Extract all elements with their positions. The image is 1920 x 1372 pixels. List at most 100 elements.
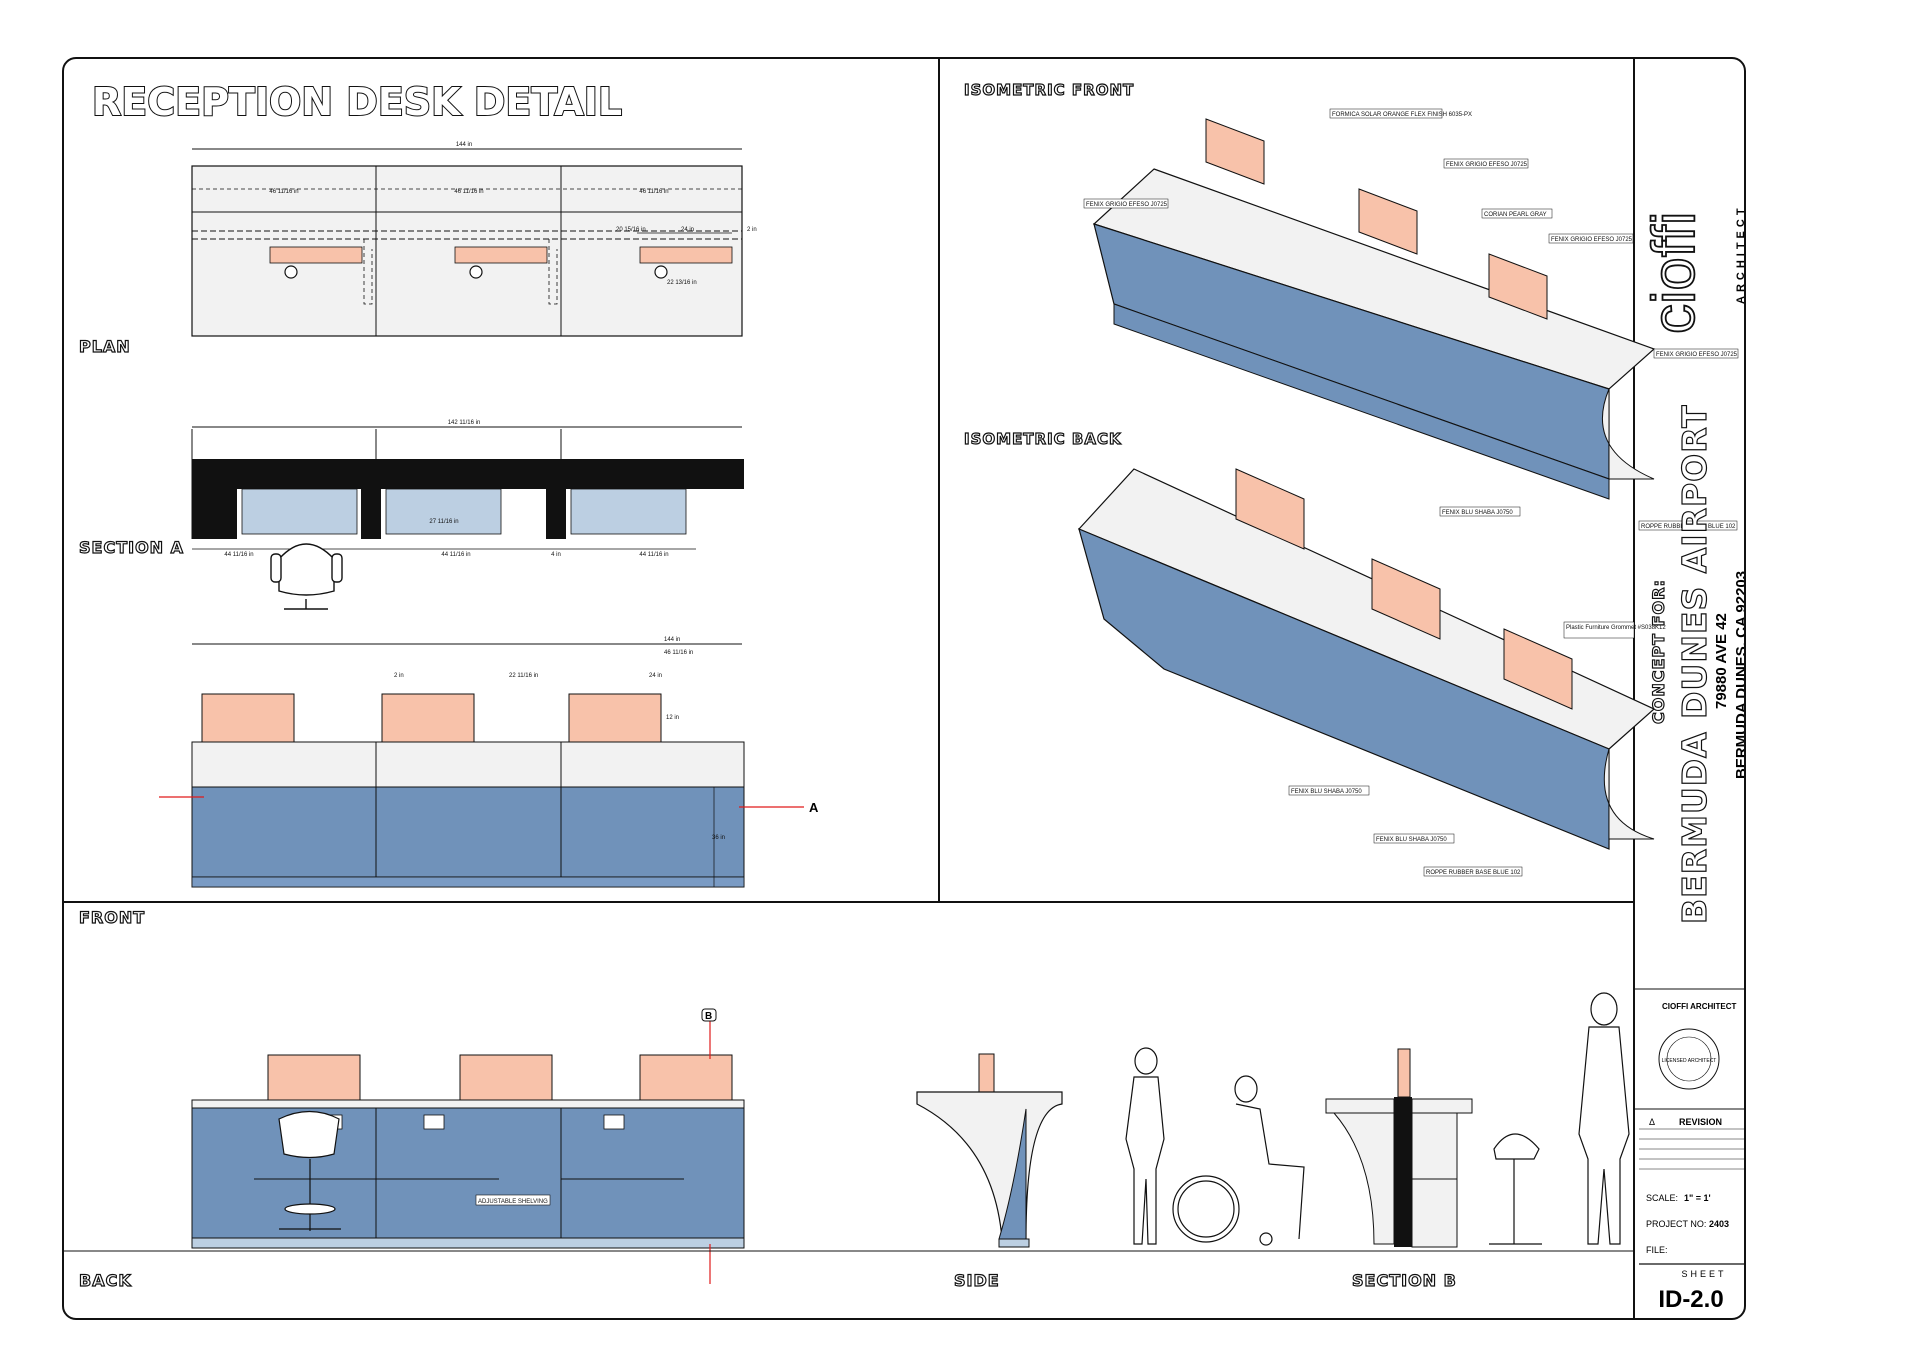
label-side: SIDE: [954, 1271, 1000, 1290]
side-view: SIDE: [916, 1053, 1063, 1291]
project-name: BERMUDA DUNES AIRPORT: [1675, 404, 1714, 924]
license-stamp: [1658, 1028, 1720, 1090]
iso-front-view: ISOMETRIC FRONT FORMICA SOLAR ORANGE FLE…: [963, 80, 1739, 531]
iso-back-view: ISOMETRIC BACK Plastic Furniture Grommet…: [963, 429, 1666, 877]
back-privacy-panel-2: [459, 1054, 553, 1101]
dim-plan-total: 144 in: [456, 142, 472, 148]
dim-plan-d: 2 in: [747, 227, 757, 233]
section-b-cut: [1394, 1097, 1412, 1247]
dim-front-k: 36 in: [712, 835, 725, 841]
wheelchair-figure: [1172, 1075, 1305, 1246]
callout-front-2: FENIX GRIGIO EFESO J0725: [1446, 162, 1528, 168]
plan-grommet-1: [284, 265, 298, 279]
scale-label: SCALE:: [1646, 1193, 1678, 1203]
label-section-b: SECTION B: [1352, 1271, 1457, 1290]
section-a-counter-cut: [192, 459, 744, 489]
callout-front-6: FENIX GRIGIO EFESO J0725: [1656, 352, 1738, 358]
front-desk-body: [191, 786, 745, 888]
scale-value: 1" = 1': [1684, 1193, 1711, 1203]
stamp-text: LICENSED ARCHITECT: [1662, 1058, 1717, 1064]
section-a-shelf-3: [570, 488, 687, 535]
sheet-title: RECEPTION DESK DETAIL: [92, 80, 622, 124]
sheet-drawing: RECEPTION DESK DETAIL 144 in 46 11/16 in…: [64, 59, 1746, 1318]
concept-for: CONCEPT FOR:: [1649, 579, 1668, 724]
cut-marker-b: B: [705, 1011, 712, 1022]
dim-plan-seg-3: 46 11/16 in: [639, 189, 668, 195]
section-a-view: 142 11/16 in 27 11/16 in 44 11/16 in 44 …: [78, 420, 744, 610]
plan-grommet-2: [469, 265, 483, 279]
dim-sec-shelf: 27 11/16 in: [429, 519, 458, 525]
back-privacy-panel-1: [267, 1054, 361, 1101]
dim-plan-c: 22 13/16 in: [667, 280, 697, 286]
dim-sec-seg-3: 44 11/16 in: [639, 552, 668, 558]
revision-header: REVISION: [1679, 1117, 1722, 1127]
cut-marker-a: A: [809, 800, 819, 815]
plan-view: 144 in 46 11/16 in 46 11/16 in 46 11/16 …: [78, 142, 757, 357]
firm-logo: cioffi: [1640, 212, 1707, 334]
callout-front-7: FENIX BLU SHABA J0750: [1442, 510, 1513, 516]
dim-plan-seg-1: 46 11/16 in: [269, 189, 298, 195]
stamp-firm: CIOFFI ARCHITECT: [1662, 1002, 1736, 1011]
section-a-shelf-1: [241, 488, 358, 535]
dim-sec-seg-2: 44 11/16 in: [441, 552, 470, 558]
callout-front-4: CORIAN PEARL GRAY: [1484, 212, 1547, 218]
front-view: 144 in 46 11/16 in 2 in 22 11/16 in 24 i…: [78, 637, 819, 928]
callout-front-5: FENIX GRIGIO EFESO J0725: [1551, 237, 1633, 243]
sheet-number: ID-2.0: [1658, 1286, 1723, 1313]
back-desk-body: [191, 1107, 745, 1239]
label-front: FRONT: [79, 908, 145, 927]
dim-front-c: 24 in: [649, 673, 662, 679]
dim-plan-seg-2: 46 11/16 in: [454, 189, 483, 195]
dim-plan-a: 20 15/16 in: [616, 227, 646, 233]
address-1: 79880 AVE 42: [1713, 613, 1730, 709]
section-a-chair: [270, 543, 343, 610]
front-privacy-panel-1: [201, 693, 295, 743]
label-iso-back: ISOMETRIC BACK: [964, 430, 1122, 448]
section-a-shelf-2: [385, 488, 502, 535]
title-block: cioffi ARCHITECT CONCEPT FOR: BERMUDA DU…: [1634, 204, 1746, 1313]
plan-privacy-panel-2: [454, 246, 548, 264]
plan-privacy-panel-1: [269, 246, 363, 264]
back-office-chair: [278, 1110, 341, 1231]
plan-grommet-3: [654, 265, 668, 279]
label-back: BACK: [79, 1271, 132, 1290]
label-iso-front: ISOMETRIC FRONT: [964, 81, 1134, 99]
dim-front-h: 12 in: [666, 715, 679, 721]
front-counter-top: [191, 741, 745, 788]
back-privacy-panel-3: [639, 1054, 733, 1101]
callout-back-1: Plastic Furniture Grommet #S038K12: [1566, 625, 1666, 631]
drawing-sheet: RECEPTION DESK DETAIL 144 in 46 11/16 in…: [62, 57, 1746, 1320]
dim-front-total: 144 in: [664, 637, 680, 643]
standing-figure-right: [1578, 992, 1630, 1245]
revision-symbol: Δ: [1649, 1117, 1655, 1127]
callout-back-2: FENIX BLU SHABA J0750: [1291, 789, 1362, 795]
callout-front-1: FORMICA SOLAR ORANGE FLEX FINISH 6035-PX: [1332, 112, 1472, 118]
dim-front-seg: 46 11/16 in: [664, 650, 693, 656]
dim-plan-b: 24 in: [681, 227, 694, 233]
sheet-label: SHEET: [1681, 1269, 1726, 1279]
file-label: FILE:: [1646, 1245, 1668, 1255]
dim-sec-d: 4 in: [551, 552, 561, 558]
project-no-value: 2403: [1709, 1219, 1729, 1229]
iso-back-callouts: Plastic Furniture Grommet #S038K12 FENIX…: [1288, 621, 1666, 877]
project-no-label: PROJECT NO:: [1646, 1219, 1706, 1229]
iso-front-callouts: FORMICA SOLAR ORANGE FLEX FINISH 6035-PX…: [1083, 108, 1739, 531]
dim-front-b: 22 11/16 in: [509, 673, 538, 679]
drafting-stool: [1489, 1133, 1542, 1245]
callout-front-8: ROPPE RUBBER BASE BLUE 102: [1641, 524, 1736, 530]
standing-figure-left: [1125, 1047, 1165, 1245]
front-privacy-panel-3: [568, 693, 662, 743]
dim-sec-total: 142 11/16 in: [448, 420, 481, 426]
plan-privacy-panel-3: [639, 246, 733, 264]
dim-sec-seg-1: 44 11/16 in: [224, 552, 253, 558]
callout-back-4: ROPPE RUBBER BASE BLUE 102: [1426, 870, 1521, 876]
label-section-a: SECTION A: [79, 538, 184, 557]
firm-sub: ARCHITECT: [1735, 204, 1746, 304]
label-plan: PLAN: [79, 337, 131, 356]
front-privacy-panel-2: [381, 693, 475, 743]
callout-back-3: FENIX BLU SHABA J0750: [1376, 837, 1447, 843]
dim-front-a: 2 in: [394, 673, 404, 679]
back-view: ADJUSTABLE SHELVING B BACK: [64, 1008, 1634, 1291]
callout-front-3: FENIX GRIGIO EFESO J0725: [1086, 202, 1168, 208]
section-b-view: SECTION B: [1125, 992, 1630, 1291]
